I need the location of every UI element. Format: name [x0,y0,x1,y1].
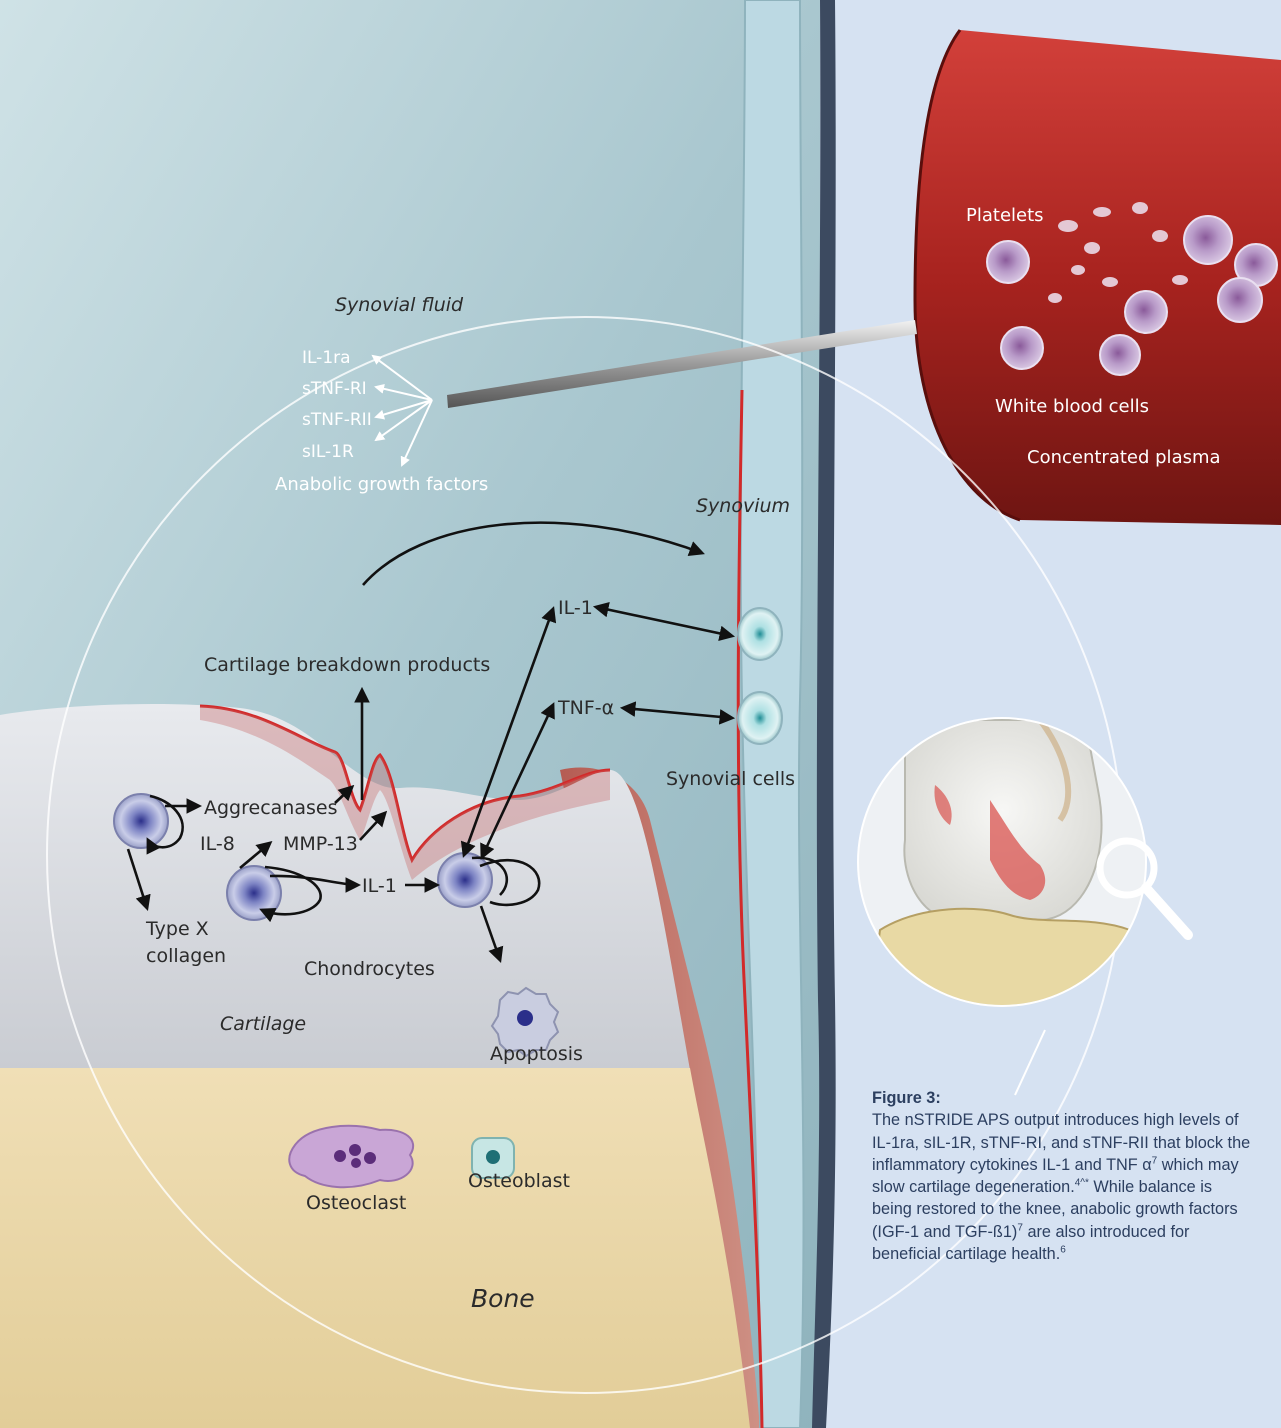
caption-ref-2: 4^* [1075,1178,1089,1189]
stnf-ri-label: sTNF-RI [302,379,367,399]
il-8-label: IL-8 [200,833,235,855]
white-blood-cells-label: White blood cells [995,396,1149,417]
stnf-rii-label: sTNF-RII [302,410,372,430]
osteoblast-label: Osteoblast [468,1170,570,1192]
figure-caption: Figure 3: The nSTRIDE APS output introdu… [872,1087,1252,1265]
bone-layer [0,1068,750,1428]
synovium-label: Synovium [696,495,790,517]
bone-label: Bone [471,1284,535,1313]
apoptosis-label: Apoptosis [490,1043,583,1065]
synovial-cell-1 [738,608,782,660]
caption-ref-4: 6 [1060,1245,1066,1256]
concentrated-plasma-label: Concentrated plasma [1027,447,1221,468]
mmp-13-label: MMP-13 [283,833,358,855]
type-x-label: Type X [145,918,209,940]
sil-1r-label: sIL-1R [302,442,354,462]
chondrocytes-label: Chondrocytes [304,958,435,980]
tnf-alpha-label: TNF-α [557,697,614,719]
anabolic-factors-label: Anabolic growth factors [275,474,488,495]
il-1-top-label: IL-1 [558,597,593,619]
chondrocyte-2 [227,866,281,920]
il-1-mid-label: IL-1 [362,875,397,897]
platelets-label: Platelets [966,205,1044,226]
figure-title: Figure 3: [872,1087,1252,1109]
synovial-fluid-label: Synovial fluid [335,294,464,316]
il-1ra-label: IL-1ra [302,348,351,368]
chondrocyte-1 [114,794,168,848]
collagen-label: collagen [146,945,226,967]
osteoclast-label: Osteoclast [306,1192,406,1214]
chondrocyte-3 [438,853,492,907]
osteoclast-cell [289,1126,413,1187]
cartilage-breakdown-label: Cartilage breakdown products [204,654,490,676]
synovial-cells-label: Synovial cells [666,768,795,790]
synovial-cell-2 [738,692,782,744]
aggrecanases-label: Aggrecanases [204,797,337,819]
cartilage-label: Cartilage [220,1013,306,1035]
